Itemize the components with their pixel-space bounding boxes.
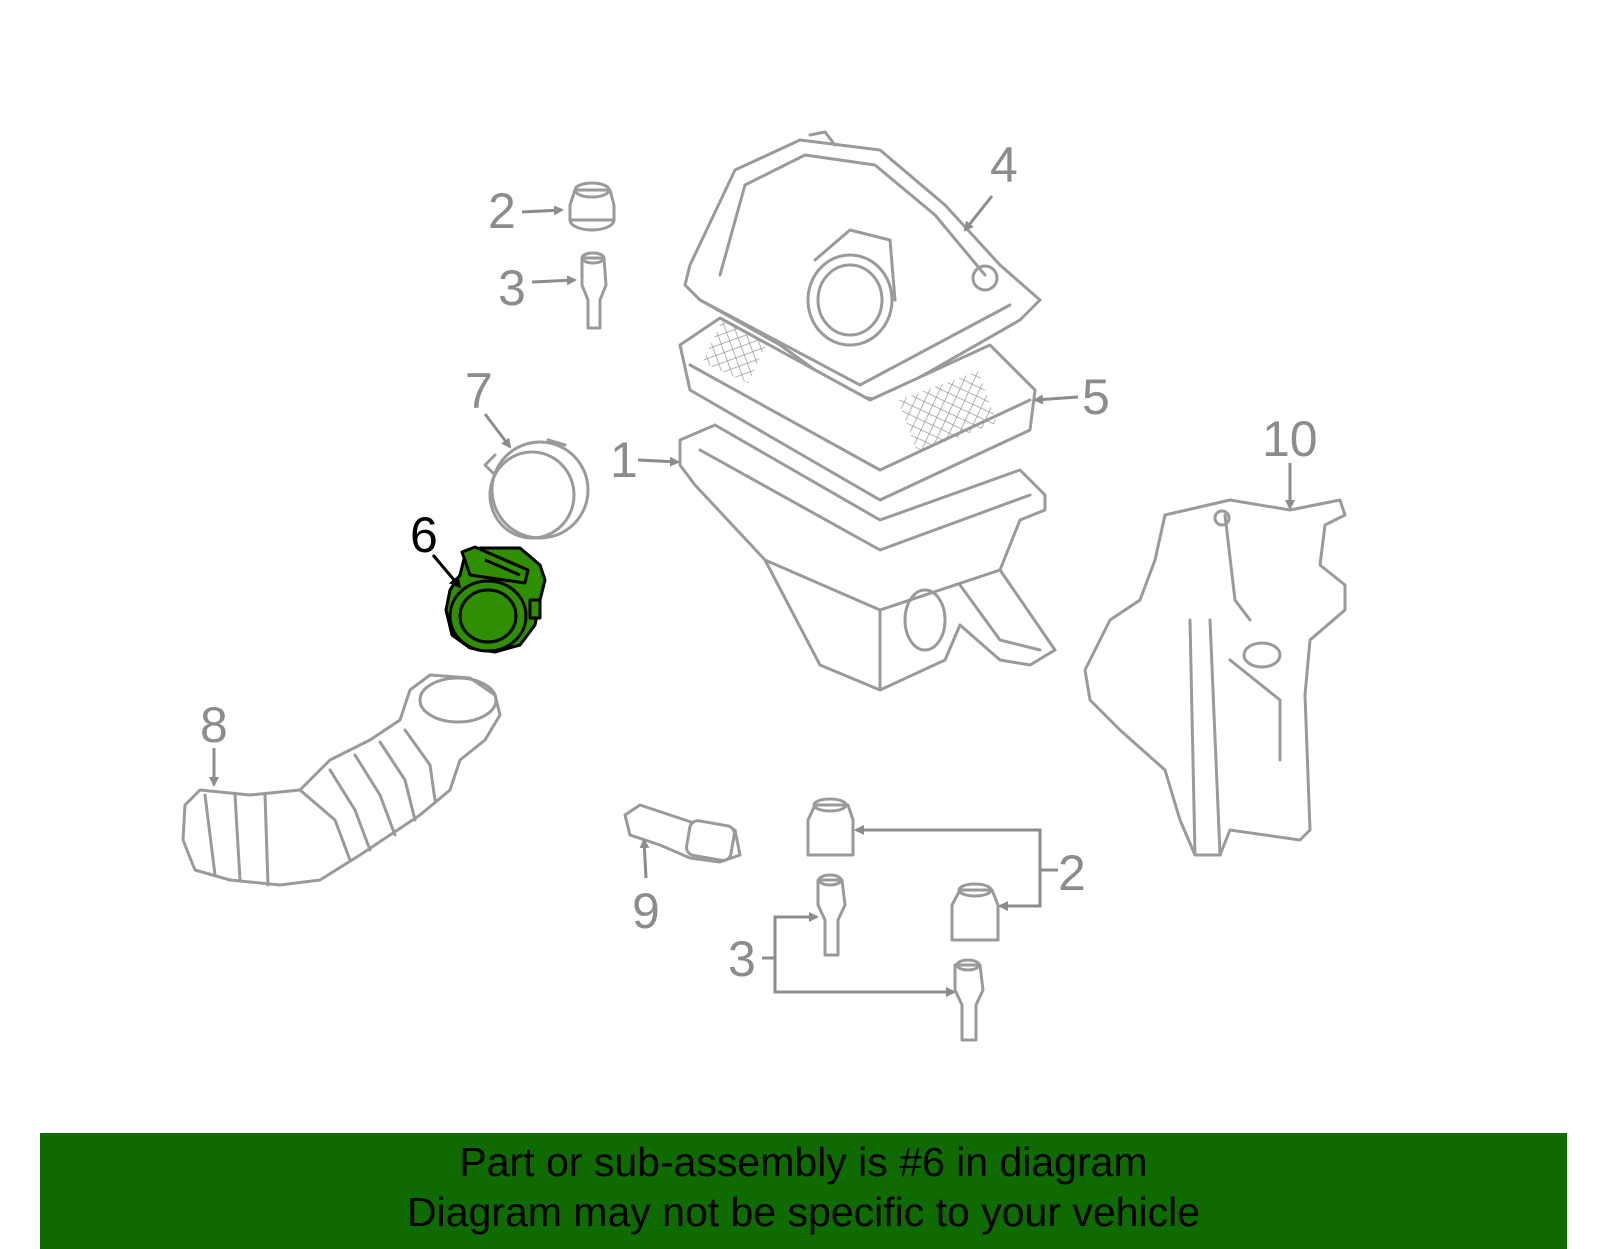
callout-5: 5 xyxy=(1082,369,1110,425)
part-7-clamp xyxy=(483,438,590,540)
part-1-air-cleaner-housing xyxy=(678,423,1057,692)
part-4-air-cleaner-cover xyxy=(683,130,1042,402)
leader-lines xyxy=(209,195,1295,997)
callout-4: 4 xyxy=(990,137,1018,193)
callout-2-bottom: 2 xyxy=(1058,845,1086,901)
part-2-grommet-top xyxy=(568,181,616,232)
callout-9: 9 xyxy=(632,883,660,939)
part-8-intake-hose xyxy=(181,673,502,887)
callout-7: 7 xyxy=(465,363,493,419)
banner-line-2: Diagram may not be specific to your vehi… xyxy=(406,1189,1200,1235)
banner-line-1: Part or sub-assembly is #6 in diagram xyxy=(459,1139,1148,1185)
part-10-bracket xyxy=(1083,498,1347,857)
callout-10: 10 xyxy=(1262,411,1318,467)
callout-2-top: 2 xyxy=(488,183,516,239)
part-3-pin-top xyxy=(580,251,608,330)
callout-8: 8 xyxy=(200,697,228,753)
part-9-sensor xyxy=(623,803,742,864)
part-3-pin-bottom-a xyxy=(816,873,847,957)
info-banner: Part or sub-assembly is #6 in diagram Di… xyxy=(40,1133,1567,1249)
part-2-grommet-bottom-b xyxy=(950,882,1000,942)
callout-3-top: 3 xyxy=(498,260,526,316)
callout-6: 6 xyxy=(410,507,438,563)
callout-1: 1 xyxy=(610,432,638,488)
callout-3-bottom: 3 xyxy=(728,931,756,987)
part-5-air-filter xyxy=(678,316,1037,502)
part-2-grommet-bottom-a xyxy=(806,797,855,857)
part-6-mass-air-flow-sensor xyxy=(444,545,547,654)
parts-diagram: 2 3 4 5 1 7 6 8 9 10 2 3 xyxy=(181,130,1347,1042)
part-3-pin-bottom-b xyxy=(953,958,985,1042)
